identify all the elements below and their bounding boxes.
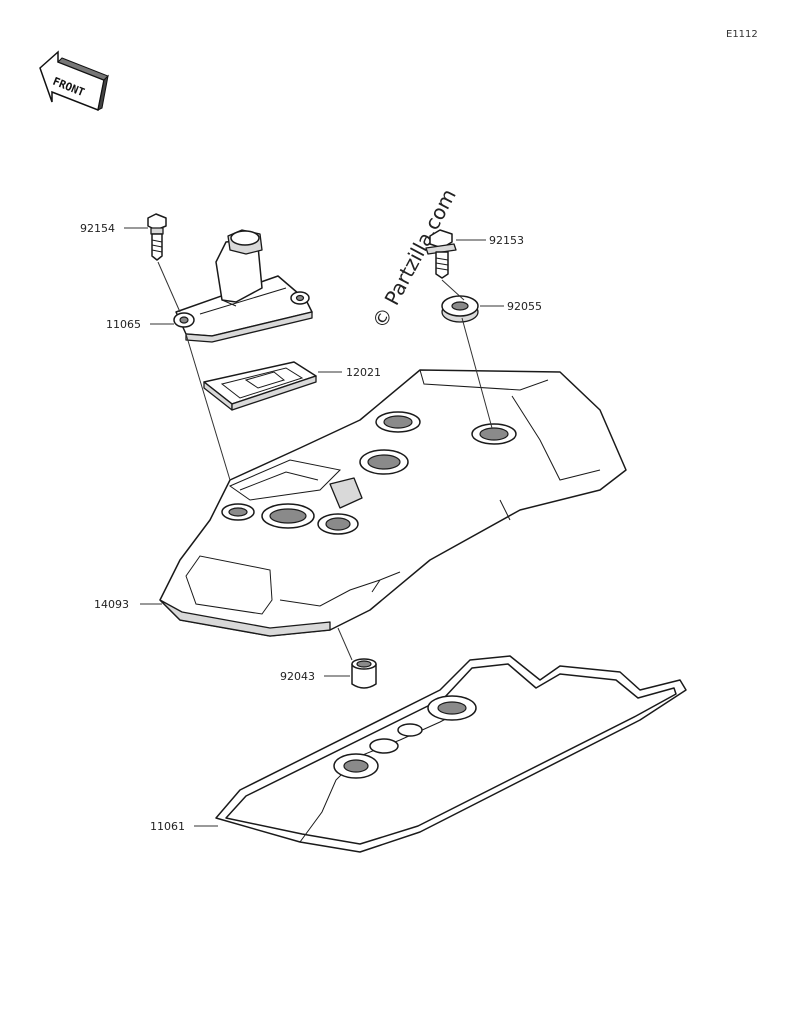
part-label-11061: 11061 [150,820,185,833]
part-11061-gasket[interactable] [215,655,687,853]
part-12021-plate[interactable] [203,361,317,411]
part-92153-bolt[interactable] [425,229,457,279]
part-92055-grommet[interactable] [441,295,479,323]
part-label-12021: 12021 [346,366,381,379]
part-label-92043: 92043 [280,670,315,683]
part-11065-breather-cover[interactable] [173,229,313,343]
part-14093-cylinder-head-cover[interactable] [159,369,627,637]
part-label-92153: 92153 [489,234,524,247]
part-92154-bolt[interactable] [147,213,167,261]
part-label-92154: 92154 [80,222,115,235]
part-label-92055: 92055 [507,300,542,313]
part-label-11065: 11065 [106,318,141,331]
part-label-14093: 14093 [94,598,129,611]
front-arrow-icon: FRONT [39,50,109,112]
part-92043-dowel[interactable] [351,658,377,689]
diagram-ref-code: E1112 [726,29,758,40]
leader-lines [124,227,504,827]
